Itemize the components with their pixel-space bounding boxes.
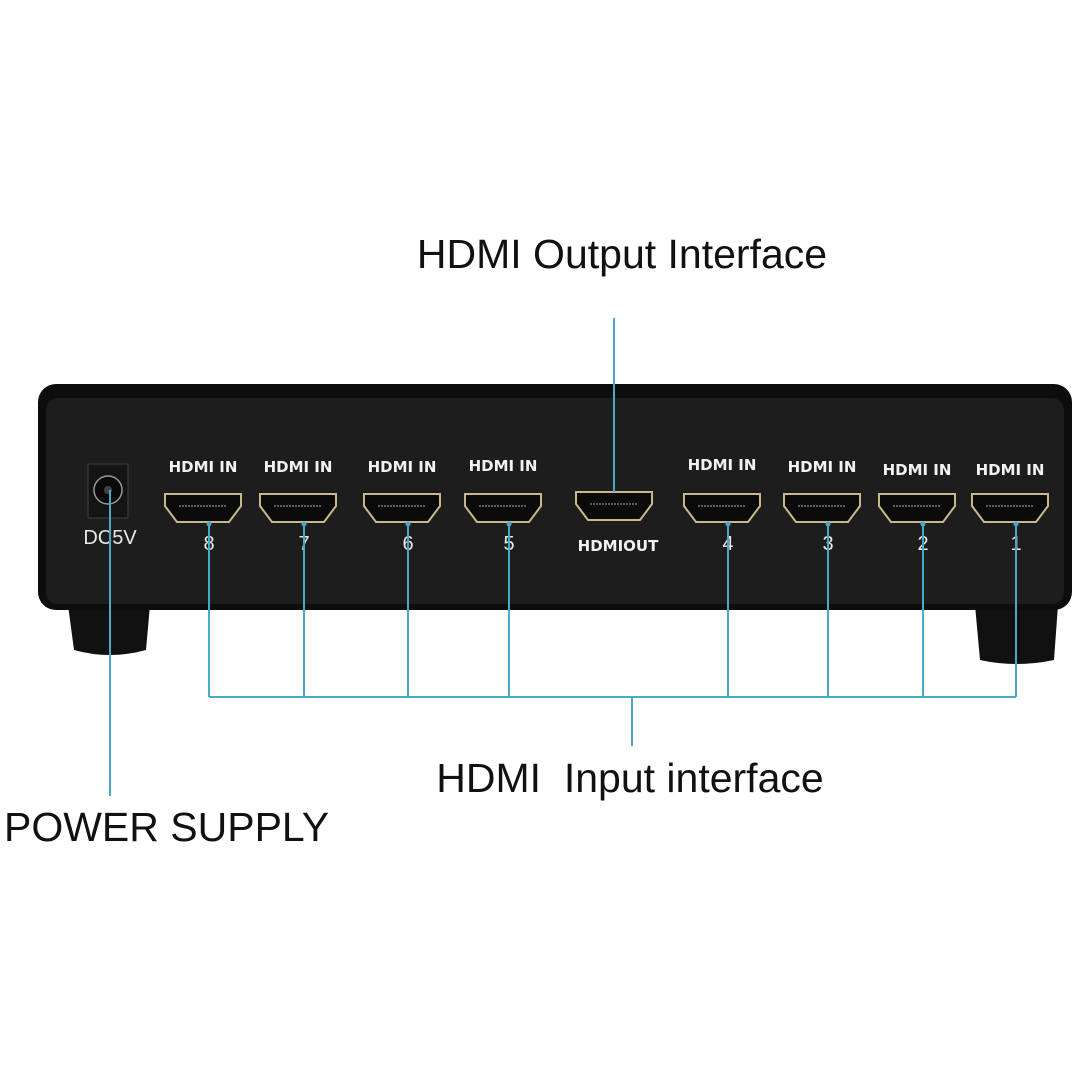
rear-panel bbox=[46, 398, 1064, 604]
hdmi-input-port-2 bbox=[878, 493, 956, 523]
hdmi-out-label: HDMIOUT bbox=[578, 537, 659, 555]
leader-dot bbox=[1013, 521, 1019, 527]
hdmi-in-label: HDMI IN bbox=[264, 458, 333, 476]
hdmi-input-port-5 bbox=[464, 493, 542, 523]
hdmi-in-label: HDMI IN bbox=[368, 458, 437, 476]
hdmi-input-port-7 bbox=[259, 493, 337, 523]
hdmi-in-label: HDMI IN bbox=[976, 461, 1045, 479]
dc-power-jack bbox=[87, 463, 129, 519]
leader-dot bbox=[506, 521, 512, 527]
hdmi-output-port bbox=[575, 491, 653, 521]
leader-dot bbox=[725, 521, 731, 527]
hdmi-input-callout: HDMI Input interface bbox=[436, 755, 823, 801]
hdmi-input-port-1 bbox=[971, 493, 1049, 523]
leader-dot bbox=[405, 521, 411, 527]
hdmi-input-port-6 bbox=[363, 493, 441, 523]
hdmi-output-callout: HDMI Output Interface bbox=[417, 231, 827, 277]
hdmi-in-label: HDMI IN bbox=[469, 457, 538, 475]
hdmi-in-label: HDMI IN bbox=[169, 458, 238, 476]
hdmi-input-port-8 bbox=[164, 493, 242, 523]
hdmi-output-connector bbox=[575, 491, 653, 521]
leader-lines bbox=[109, 318, 1019, 796]
power-supply-callout: POWER SUPPLY bbox=[4, 804, 329, 850]
hdmi-input-port-4 bbox=[683, 493, 761, 523]
hdmi-in-label: HDMI IN bbox=[788, 458, 857, 476]
hdmi-in-label: HDMI IN bbox=[883, 461, 952, 479]
leader-dot bbox=[206, 521, 212, 527]
hdmi-input-port-3 bbox=[783, 493, 861, 523]
leader-dot bbox=[825, 521, 831, 527]
leader-dot bbox=[920, 521, 926, 527]
hdmi-in-label: HDMI IN bbox=[688, 456, 757, 474]
leader-dot bbox=[301, 521, 307, 527]
